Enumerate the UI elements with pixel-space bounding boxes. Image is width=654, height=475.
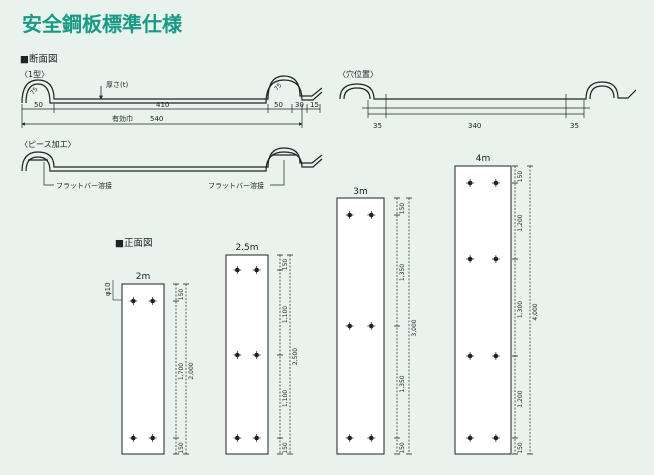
dim-50-left: 50 (34, 101, 43, 109)
panel-2m-dim-2: 150 (178, 442, 185, 454)
radius-right-label: 75 (273, 82, 283, 92)
panel-2.5m-dim-0: 150 (282, 259, 289, 271)
effective-width-label: 有効巾 (112, 114, 133, 123)
panel-4m-rect (454, 165, 512, 455)
panel-4m-total: 4,000 (532, 303, 539, 320)
holes-profile (339, 81, 637, 100)
holes-label: 〈穴位置〉 (338, 69, 378, 79)
hole-dim-35-right: 35 (570, 122, 579, 130)
section-cross-label: ■断面図 (20, 53, 57, 65)
piece-label: 〈ピース加工〉 (20, 139, 76, 149)
panel-4m-dim-4: 150 (517, 442, 524, 454)
effective-width-value: 540 (150, 115, 163, 123)
panel-2.5m-label: 2.5m (235, 243, 258, 253)
panel-4m-dim-3: 1,200 (517, 390, 524, 407)
type1-label: 〈1型〉 (20, 70, 49, 79)
panel-3m-dim-1: 1,350 (399, 264, 406, 281)
panel-3m-dim-3: 150 (399, 442, 406, 454)
hole-dim-35-left: 35 (373, 122, 382, 130)
type1-dim-row (21, 104, 321, 128)
dim-15: 15 (310, 101, 319, 109)
panel-2m-label: 2m (136, 272, 151, 282)
panel-4m-label: 4m (476, 154, 491, 164)
dim-30: 30 (295, 101, 304, 109)
panel-2.5m-rect (225, 254, 269, 455)
panel-2m-dim-1: 1,700 (178, 363, 185, 380)
panel-2.5m-dim-3: 150 (282, 442, 289, 454)
page-title: 安全鋼板標準仕様 (22, 12, 183, 36)
panel-2m-total: 2,000 (188, 362, 195, 379)
piece-profile (21, 147, 323, 172)
dim-410: 410 (156, 101, 169, 109)
panel-3m-dim-2: 1,350 (399, 375, 406, 392)
panel-4m-dim-1: 1,200 (517, 214, 524, 231)
hole-dim-340: 340 (468, 122, 481, 130)
section-front-label: ■正面図 (115, 238, 152, 249)
front-view-panels: 2m 150 1,700 150 2,000 2.5m 150 1,100 1,100 150 2,… (121, 154, 539, 455)
holes-dim-row (362, 94, 590, 118)
panel-3m-total: 3,000 (411, 319, 418, 336)
weld-leaders (43, 160, 285, 186)
type1-profile (21, 75, 323, 104)
panel-2.5m-dim-1: 1,100 (282, 306, 289, 323)
panel-4m-dim-0: 150 (517, 171, 524, 183)
thickness-label: 厚さ(t) (106, 81, 128, 89)
panel-3m-dim-0: 150 (399, 203, 406, 215)
panel-3m-label: 3m (353, 187, 368, 197)
panel-4m-dim-2: 1,300 (517, 301, 524, 318)
radius-left-label: 75 (29, 86, 39, 96)
weld-label-right: フラットバー溶接 (208, 181, 264, 190)
dim-50-right: 50 (274, 101, 283, 109)
panel-2.5m-total: 2,500 (292, 348, 299, 365)
hole-diameter-label: φ10 (104, 282, 112, 296)
panel-2m-rect (121, 283, 165, 455)
panel-3m-rect (336, 197, 385, 455)
panel-2.5m-dim-2: 1,100 (282, 390, 289, 407)
weld-label-left: フラットバー溶接 (56, 181, 112, 190)
panel-2m-dim-0: 150 (178, 289, 185, 301)
